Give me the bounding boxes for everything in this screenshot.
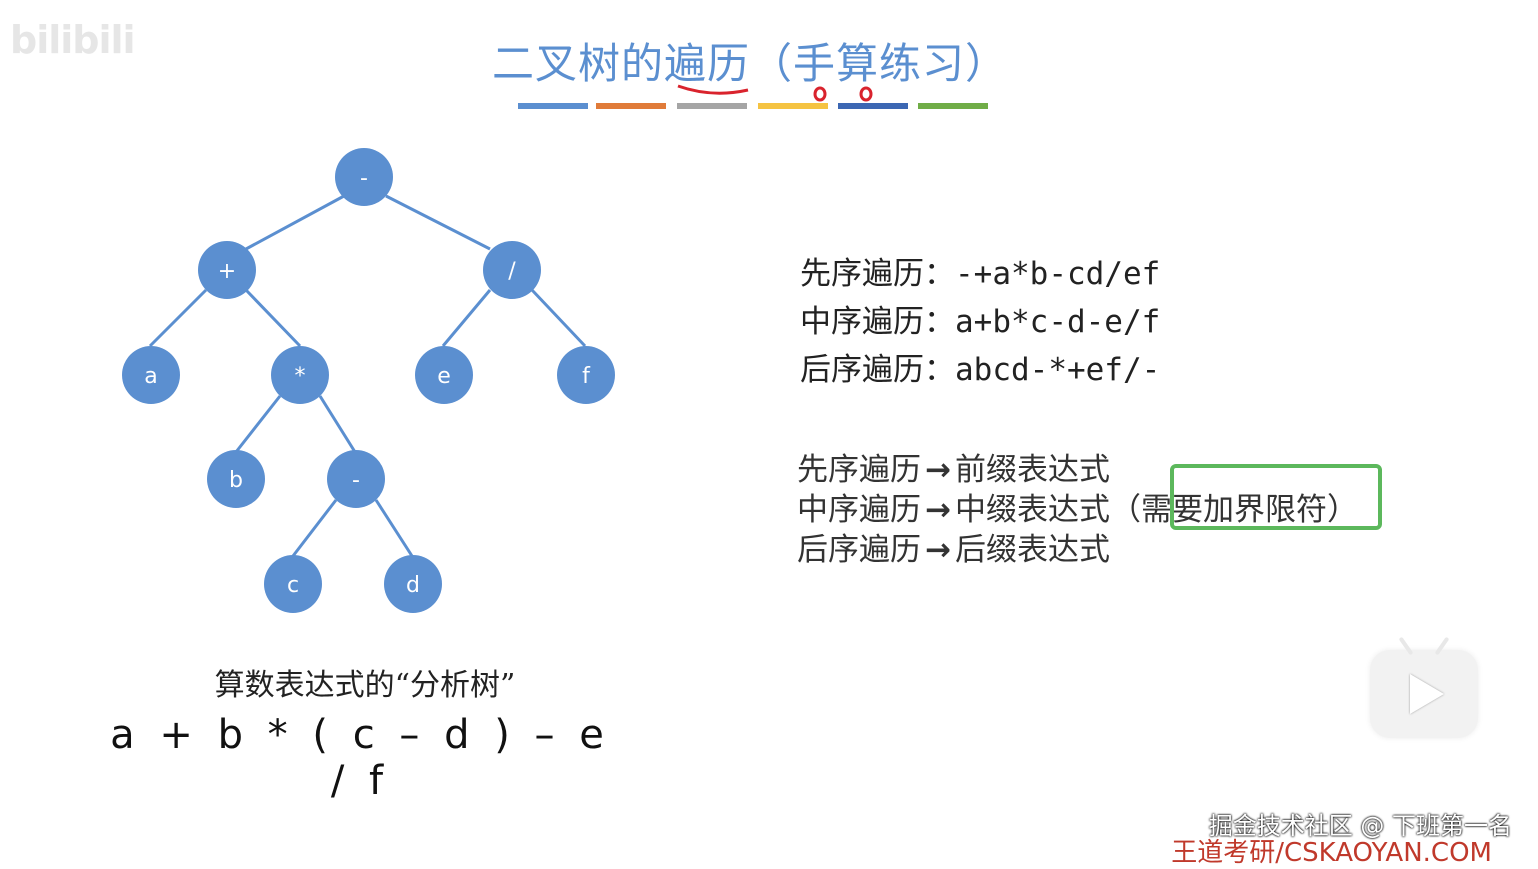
- note-left: 先序遍历: [797, 452, 921, 488]
- traversal-postorder: 后序遍历：abcd-*+ef/-: [800, 344, 1160, 389]
- svg-text:f: f: [582, 364, 591, 389]
- bilibili-watermark: bilibili: [10, 18, 136, 62]
- traversal-value: a+b*c-d-e/f: [955, 304, 1161, 340]
- tree-node-a: a: [122, 346, 180, 404]
- title-bar-6: [918, 103, 988, 109]
- svg-text:e: e: [437, 364, 451, 389]
- note-left: 中序遍历: [797, 492, 921, 528]
- traversal-label: 先序遍历：: [800, 256, 955, 292]
- juejin-watermark: 掘金技术社区 @ 下班第一名: [1208, 812, 1512, 840]
- tree-node-minus: -: [327, 450, 385, 508]
- tree-node-root: -: [335, 148, 393, 206]
- title-bar-3: [677, 103, 747, 109]
- tree-node-plus: +: [198, 241, 256, 299]
- tree-caption: 算数表达式的“分析树”: [214, 668, 516, 703]
- note-right: 前缀表达式: [954, 452, 1110, 488]
- edge-div-f: [530, 288, 587, 348]
- arrow-right-icon: →: [925, 452, 951, 488]
- svg-text:-: -: [352, 468, 360, 493]
- svg-text:/: /: [508, 259, 516, 284]
- note-postfix: 后序遍历→后缀表达式: [797, 524, 1110, 569]
- arithmetic-expression: a + b * ( c – d ) – e / f: [110, 712, 610, 804]
- pen-underline: [677, 84, 749, 95]
- play-button[interactable]: [1370, 650, 1478, 738]
- edge-minus-d: [374, 499, 414, 557]
- edge-minus-c: [291, 499, 338, 557]
- note-infix: 中序遍历→中缀表达式（需要加界限符）: [797, 484, 1358, 529]
- svg-text:+: +: [218, 259, 236, 284]
- cskaoyan-watermark: 王道考研/CSKAOYAN.COM: [1171, 838, 1492, 868]
- title-bar-2: [596, 103, 666, 109]
- note-prefix: 先序遍历→前缀表达式: [797, 444, 1110, 489]
- traversal-label: 后序遍历：: [800, 352, 955, 388]
- svg-text:c: c: [287, 573, 299, 598]
- edge-mul-b: [234, 395, 282, 453]
- tree-node-f: f: [557, 346, 615, 404]
- edge-root-div: [385, 194, 491, 251]
- tree-node-e: e: [415, 346, 473, 404]
- arrow-right-icon: →: [925, 492, 951, 528]
- pen-circle-1: [813, 86, 827, 102]
- edge-div-e: [441, 289, 492, 347]
- pen-annotations: [677, 84, 873, 102]
- highlight-box: [1170, 464, 1382, 530]
- title-bar-4: [758, 103, 828, 109]
- tree-node-mul: *: [271, 346, 329, 404]
- svg-text:*: *: [295, 364, 306, 389]
- svg-text:a: a: [144, 364, 157, 389]
- title-bar-5: [838, 103, 908, 109]
- traversal-label: 中序遍历：: [800, 304, 955, 340]
- traversal-value: -+a*b-cd/ef: [955, 256, 1161, 292]
- note-left: 后序遍历: [797, 532, 921, 568]
- title-bar-1: [518, 103, 588, 109]
- tree-node-d: d: [384, 555, 442, 613]
- note-right: 后缀表达式: [954, 532, 1110, 568]
- play-icon: [1410, 674, 1444, 714]
- pen-circle-2: [859, 86, 873, 102]
- tree-node-b: b: [207, 450, 265, 508]
- traversal-preorder: 先序遍历：-+a*b-cd/ef: [800, 248, 1160, 293]
- tree-node-div: /: [483, 241, 541, 299]
- svg-text:d: d: [406, 573, 420, 598]
- slide-title: 二叉树的遍历（手算练习）: [491, 39, 1008, 88]
- edge-root-plus: [245, 194, 345, 251]
- edge-mul-minus: [318, 395, 357, 453]
- parse-tree-diagram: - + / a * e f b - c d: [122, 148, 615, 613]
- svg-text:-: -: [360, 166, 368, 191]
- note-right: 中缀表达式: [954, 492, 1110, 528]
- tree-node-c: c: [264, 555, 322, 613]
- edge-plus-mul: [244, 288, 302, 348]
- traversal-inorder: 中序遍历：a+b*c-d-e/f: [800, 296, 1160, 341]
- traversal-value: abcd-*+ef/-: [955, 352, 1161, 388]
- arrow-right-icon: →: [925, 532, 951, 568]
- svg-text:b: b: [229, 468, 243, 493]
- note-extra: （需要加界限符）: [1109, 492, 1358, 528]
- edge-plus-a: [148, 288, 208, 348]
